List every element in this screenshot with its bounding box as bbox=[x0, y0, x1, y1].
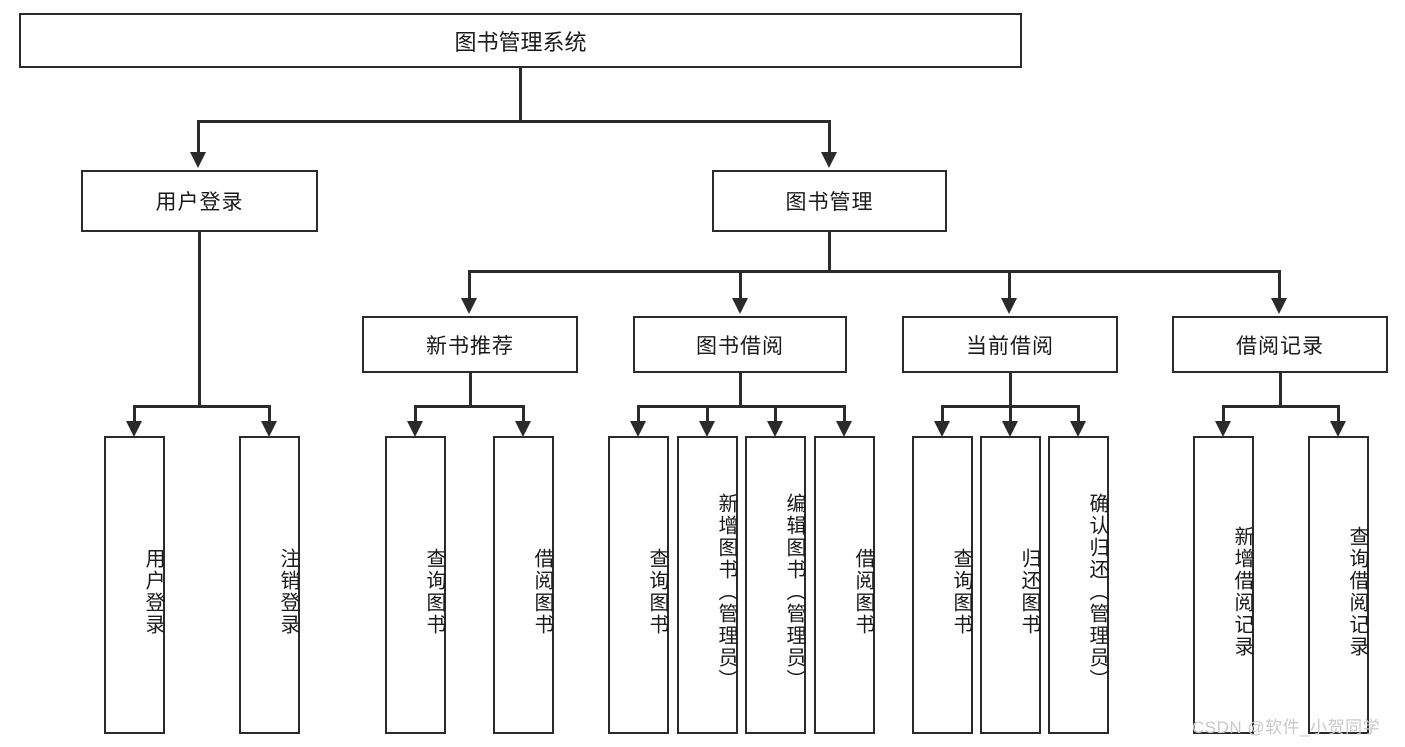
edge-level1-bus bbox=[197, 120, 830, 123]
node-book-manage[interactable]: 图书管理 bbox=[712, 170, 947, 232]
arrowhead-l-confirm-return bbox=[1070, 421, 1086, 437]
edge-drop-l-query-book-1 bbox=[414, 405, 417, 423]
edge-borrow-record-bus bbox=[1222, 405, 1339, 408]
arrowhead-l-user-login bbox=[126, 421, 142, 437]
edge-drop-current-borrow bbox=[1008, 270, 1011, 300]
edge-current-borrow-stem bbox=[1009, 373, 1012, 407]
edge-book-manage-stem bbox=[828, 232, 831, 272]
node-book-borrow-label: 图书借阅 bbox=[696, 334, 784, 358]
leaf-query-book-1-label: 查询图书 bbox=[423, 548, 445, 636]
edge-drop-l-query-record bbox=[1337, 405, 1340, 423]
edge-new-book-rec-stem bbox=[469, 373, 472, 407]
edge-drop-l-confirm-return bbox=[1077, 405, 1080, 423]
leaf-query-record[interactable]: 查询借阅记录 bbox=[1308, 436, 1369, 734]
edge-drop-l-logout bbox=[268, 405, 271, 423]
edge-drop-l-add-book bbox=[706, 405, 709, 423]
edge-drop-l-user-login bbox=[133, 405, 136, 423]
edge-drop-l-query-book-2 bbox=[637, 405, 640, 423]
edge-drop-l-add-record bbox=[1222, 405, 1225, 423]
arrowhead-l-add-record bbox=[1215, 421, 1231, 437]
leaf-add-book-label: 新增图书（管理员） bbox=[715, 493, 737, 691]
arrowhead-l-query-book-3 bbox=[934, 421, 950, 437]
arrowhead-l-logout bbox=[261, 421, 277, 437]
leaf-edit-book[interactable]: 编辑图书（管理员） bbox=[745, 436, 806, 734]
node-user-login[interactable]: 用户登录 bbox=[81, 170, 318, 232]
edge-drop-new-book-rec bbox=[468, 270, 471, 300]
leaf-return-book-label: 归还图书 bbox=[1018, 548, 1040, 636]
node-borrow-record[interactable]: 借阅记录 bbox=[1172, 316, 1388, 373]
edge-drop-l-borrow-book-1 bbox=[522, 405, 525, 423]
edge-book-borrow-bus bbox=[637, 405, 845, 408]
node-new-book-rec[interactable]: 新书推荐 bbox=[362, 316, 578, 373]
arrowhead-book-manage bbox=[821, 152, 837, 168]
arrowhead-user-login bbox=[190, 152, 206, 168]
leaf-query-book-3[interactable]: 查询图书 bbox=[912, 436, 973, 734]
node-current-borrow-label: 当前借阅 bbox=[966, 334, 1054, 358]
leaf-add-record[interactable]: 新增借阅记录 bbox=[1193, 436, 1254, 734]
arrowhead-current-borrow bbox=[1001, 298, 1017, 314]
leaf-query-book-2[interactable]: 查询图书 bbox=[608, 436, 669, 734]
leaf-query-book-1[interactable]: 查询图书 bbox=[385, 436, 446, 734]
leaf-add-book[interactable]: 新增图书（管理员） bbox=[677, 436, 738, 734]
arrowhead-l-return-book bbox=[1002, 421, 1018, 437]
leaf-borrow-book-2-label: 借阅图书 bbox=[852, 548, 874, 636]
leaf-user-login-label: 用户登录 bbox=[142, 548, 164, 636]
leaf-edit-book-label: 编辑图书（管理员） bbox=[783, 493, 805, 691]
arrowhead-book-borrow bbox=[732, 298, 748, 314]
edge-borrow-record-stem bbox=[1279, 373, 1282, 407]
leaf-logout-label: 注销登录 bbox=[277, 548, 299, 636]
leaf-confirm-return-label: 确认归还（管理员） bbox=[1086, 493, 1108, 691]
leaf-query-book-2-label: 查询图书 bbox=[646, 548, 668, 636]
leaf-user-login[interactable]: 用户登录 bbox=[104, 436, 165, 734]
edge-drop-l-query-book-3 bbox=[941, 405, 944, 423]
leaf-add-record-label: 新增借阅记录 bbox=[1231, 526, 1253, 658]
node-user-login-label: 用户登录 bbox=[155, 191, 244, 214]
arrowhead-l-borrow-book-1 bbox=[515, 421, 531, 437]
edge-drop-book-borrow bbox=[739, 270, 742, 300]
edge-drop-l-edit-book bbox=[774, 405, 777, 423]
edge-level2-bus bbox=[468, 270, 1280, 273]
node-book-borrow[interactable]: 图书借阅 bbox=[633, 316, 847, 373]
leaf-return-book[interactable]: 归还图书 bbox=[980, 436, 1041, 734]
edge-drop-book-manage bbox=[828, 120, 831, 154]
edge-new-book-rec-bus bbox=[414, 405, 524, 408]
leaf-confirm-return[interactable]: 确认归还（管理员） bbox=[1048, 436, 1109, 734]
node-book-manage-label: 图书管理 bbox=[785, 191, 874, 214]
arrowhead-l-edit-book bbox=[767, 421, 783, 437]
edge-user-login-bus bbox=[133, 405, 268, 408]
leaf-borrow-book-2[interactable]: 借阅图书 bbox=[814, 436, 875, 734]
arrowhead-l-borrow-book-2 bbox=[836, 421, 852, 437]
edge-root-stem bbox=[519, 68, 522, 120]
edge-drop-l-borrow-book-2 bbox=[843, 405, 846, 423]
leaf-query-record-label: 查询借阅记录 bbox=[1346, 526, 1368, 658]
leaf-borrow-book-1-label: 借阅图书 bbox=[531, 548, 553, 636]
arrowhead-l-query-book-1 bbox=[407, 421, 423, 437]
arrowhead-l-query-record bbox=[1330, 421, 1346, 437]
node-current-borrow[interactable]: 当前借阅 bbox=[902, 316, 1118, 373]
arrowhead-borrow-record bbox=[1271, 298, 1287, 314]
edge-drop-borrow-record bbox=[1278, 270, 1281, 300]
node-root-label: 图书管理系统 bbox=[454, 29, 587, 55]
arrowhead-new-book-rec bbox=[461, 298, 477, 314]
arrowhead-l-query-book-2 bbox=[630, 421, 646, 437]
arrowhead-l-add-book bbox=[699, 421, 715, 437]
leaf-borrow-book-1[interactable]: 借阅图书 bbox=[493, 436, 554, 734]
edge-drop-l-return-book bbox=[1009, 405, 1012, 423]
node-root[interactable]: 图书管理系统 bbox=[19, 13, 1022, 68]
node-borrow-record-label: 借阅记录 bbox=[1236, 334, 1324, 358]
node-new-book-rec-label: 新书推荐 bbox=[426, 334, 514, 358]
watermark: CSDN @软件_小贺同学 bbox=[1192, 718, 1381, 737]
leaf-logout[interactable]: 注销登录 bbox=[239, 436, 300, 734]
edge-user-login-stem bbox=[198, 232, 201, 407]
edge-book-borrow-stem bbox=[739, 373, 742, 407]
edge-drop-user-login bbox=[197, 120, 200, 154]
leaf-query-book-3-label: 查询图书 bbox=[950, 548, 972, 636]
